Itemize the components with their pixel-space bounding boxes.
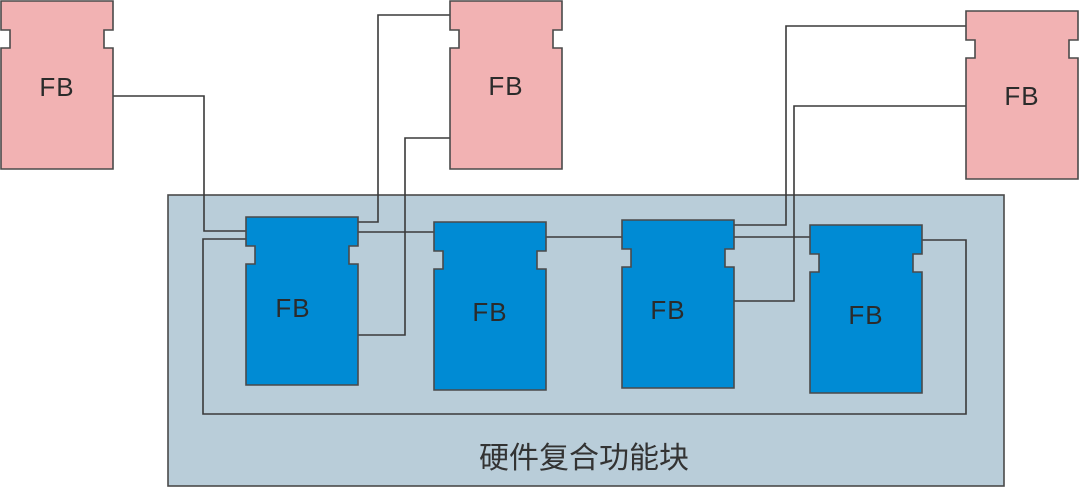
internal-block-shape [433,221,547,391]
internal-block-label: FB [650,295,685,325]
internal-block-label: FB [472,297,507,327]
wire-ext1-int1 [113,95,246,232]
external-function-block-1: FB [0,0,114,170]
internal-function-block-3: FB [621,219,735,389]
wire-ext3-int3-top [734,25,966,226]
external-block-label: FB [1004,81,1039,111]
external-block-label: FB [39,72,74,102]
external-function-block-2: FB [449,0,563,170]
external-block-shape [0,0,114,170]
internal-function-block-1: FB [245,216,359,386]
external-block-shape [965,10,1079,180]
external-function-block-3: FB [965,10,1079,180]
internal-function-block-4: FB [809,224,923,394]
internal-block-shape [809,224,923,394]
composite-block-label: 硬件复合功能块 [479,441,689,476]
wire-ext2-int1-top [358,14,450,223]
internal-blocks: FB FB FB FB [245,216,923,394]
internal-block-shape [245,216,359,386]
wire-int4-feedback-int1 [202,238,967,415]
external-block-shape [449,0,563,170]
internal-block-label: FB [275,293,310,323]
wire-ext3-int3-bottom [734,105,966,302]
wire-ext2-int1-bottom [358,137,450,336]
external-blocks: FB FB FB [0,0,1079,180]
external-block-label: FB [488,71,523,101]
internal-block-shape [621,219,735,389]
internal-function-block-2: FB [433,221,547,391]
internal-block-label: FB [848,300,883,330]
connections [113,14,967,415]
